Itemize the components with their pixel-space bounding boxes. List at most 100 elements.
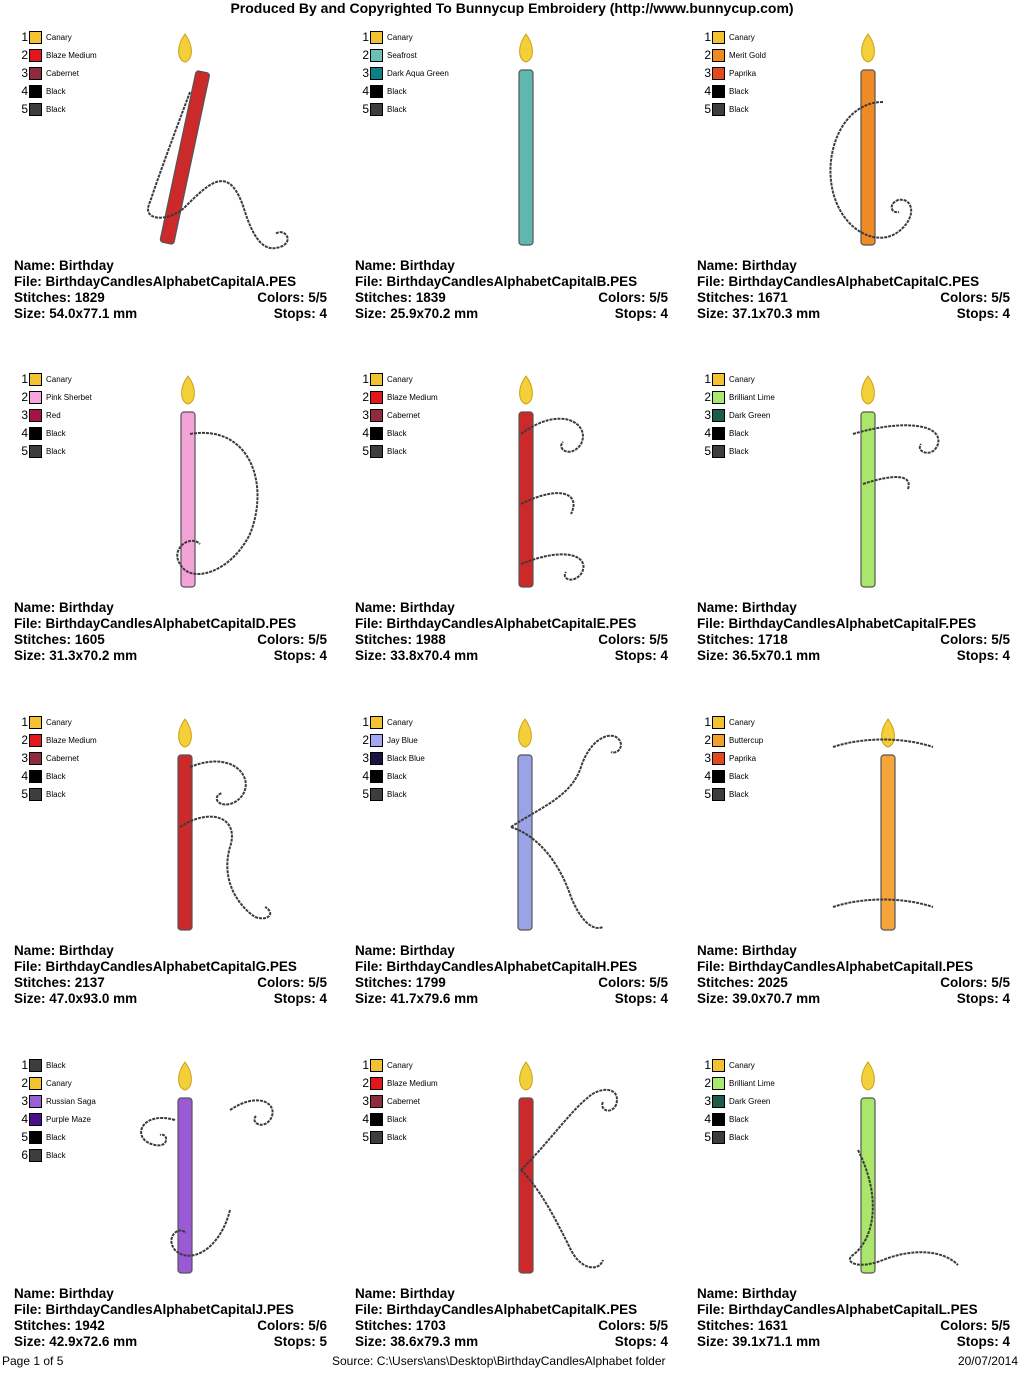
stop-count: Stops: 4 [615, 1334, 668, 1350]
legend-number: 4 [362, 84, 369, 98]
color-swatch [370, 390, 383, 404]
thread-name: Black [729, 1132, 749, 1142]
design-size-label: Size: [14, 1334, 46, 1349]
thread-name: Merit Gold [729, 50, 766, 60]
stop-count: Stops: 4 [274, 648, 327, 664]
color-swatch [29, 769, 42, 783]
stop-count-value: 4 [319, 991, 327, 1006]
design-size-value: 36.5x70.1 mm [732, 648, 821, 663]
color-count: Colors: 5/5 [940, 1318, 1010, 1334]
design-size-label: Size: [697, 306, 729, 321]
embroidery-design-g [177, 718, 272, 931]
color-swatch [712, 1058, 725, 1072]
design-size-label: Size: [14, 991, 46, 1006]
design-size-value: 25.9x70.2 mm [390, 306, 479, 321]
info-row: Name: Birthday [14, 943, 327, 959]
info-row: File: BirthdayCandlesAlphabetCapitalE.PE… [355, 616, 668, 632]
page-header: Produced By and Copyrighted To Bunnycup … [230, 0, 794, 16]
design-file-value: BirthdayCandlesAlphabetCapitalA.PES [45, 274, 297, 289]
color-count-value: 5/5 [991, 975, 1010, 990]
color-swatch [29, 733, 42, 747]
color-count-value: 5/6 [308, 1318, 327, 1333]
stitch-count-value: 1829 [74, 290, 105, 305]
thread-name: Black [387, 771, 407, 781]
page-footer: Page 1 of 5 Source: C:\Users\ans\Desktop… [0, 1354, 1024, 1370]
thread-name: Paprika [729, 68, 757, 78]
design-file-label: File: [697, 1302, 725, 1317]
stop-count-value: 4 [660, 648, 668, 663]
legend-number: 5 [21, 444, 28, 458]
design-file-label: File: [14, 959, 42, 974]
stitch-count-value: 1703 [415, 1318, 446, 1333]
design-name: Name: Birthday [14, 600, 114, 616]
stop-count-label: Stops: [956, 1334, 999, 1349]
stitch-count-value: 2025 [757, 975, 788, 990]
legend-number: 3 [362, 408, 369, 422]
design-name-label: Name: [14, 943, 56, 958]
legend-number: 1 [362, 715, 369, 729]
color-swatch [712, 84, 725, 98]
color-count-label: Colors: [940, 632, 988, 647]
color-swatch [712, 372, 725, 386]
flame-shape [518, 718, 532, 748]
color-count-label: Colors: [257, 975, 305, 990]
color-count-value: 5/5 [649, 290, 668, 305]
thread-name: Cabernet [387, 1096, 420, 1106]
legend-number: 4 [21, 769, 28, 783]
legend-number: 2 [704, 1076, 711, 1090]
candle-shape [177, 1097, 193, 1274]
stop-count-label: Stops: [956, 991, 999, 1006]
design-name-value: Birthday [59, 1286, 114, 1301]
design-size-label: Size: [355, 306, 387, 321]
color-swatch [370, 444, 383, 458]
color-swatch [29, 1076, 42, 1090]
legend-number: 4 [21, 426, 28, 440]
embroidery-design-f [852, 375, 940, 588]
legend-number: 3 [704, 1094, 711, 1108]
color-swatch [712, 733, 725, 747]
design-size: Size: 25.9x70.2 mm [355, 306, 478, 322]
design-size-value: 33.8x70.4 mm [390, 648, 479, 663]
design-size-value: 41.7x79.6 mm [390, 991, 479, 1006]
stitch-count-label: Stitches: [355, 290, 413, 305]
thread-name: Black [729, 789, 749, 799]
legend-number: 4 [704, 426, 711, 440]
design-file-value: BirthdayCandlesAlphabetCapitalL.PES [728, 1302, 978, 1317]
legend-number: 5 [21, 102, 28, 116]
color-swatch [29, 30, 42, 44]
color-count: Colors: 5/5 [598, 290, 668, 306]
legend-number: 2 [704, 48, 711, 62]
design-file-value: BirthdayCandlesAlphabetCapitalD.PES [45, 616, 297, 631]
thread-name: Black [46, 1060, 66, 1070]
legend-number: 4 [704, 1112, 711, 1126]
stop-count-value: 4 [660, 991, 668, 1006]
thread-name: Black [387, 1132, 407, 1142]
design-file-value: BirthdayCandlesAlphabetCapitalK.PES [386, 1302, 638, 1317]
design-size-value: 38.6x79.3 mm [390, 1334, 479, 1349]
info-row: File: BirthdayCandlesAlphabetCapitalK.PE… [355, 1302, 668, 1318]
